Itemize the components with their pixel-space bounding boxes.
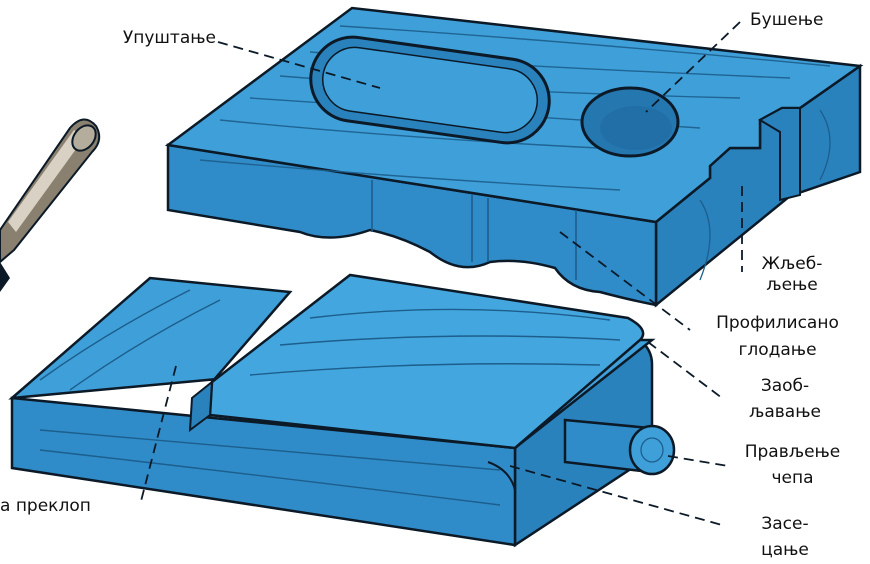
leader-lines — [139, 21, 743, 526]
label-cutting-line1: Засе- — [761, 514, 809, 534]
label-profile-line2: глодање — [738, 340, 817, 360]
label-lap-joint: а преклоп — [0, 496, 91, 516]
label-rounding-line1: Заоб- — [760, 376, 810, 396]
label-profile-line1: Профилисано — [716, 313, 839, 333]
drilled-hole — [580, 86, 680, 158]
label-countersinking: Упуштање — [122, 28, 216, 48]
top-board — [164, 6, 864, 308]
label-drilling: Бушење — [750, 10, 824, 30]
bottom-board — [8, 273, 676, 548]
label-tenon-line2: чепа — [771, 468, 814, 488]
label-tenon-line1: Прављење — [744, 442, 841, 462]
label-cutting-line2: цање — [761, 540, 809, 560]
label-rounding-line2: љавање — [749, 402, 821, 422]
tenon — [563, 418, 676, 476]
label-grooving-line2: љење — [766, 275, 818, 295]
label-grooving-line1: Жљеб- — [761, 254, 823, 274]
slot-countersink — [309, 35, 551, 145]
router-bit-tool — [0, 118, 101, 292]
